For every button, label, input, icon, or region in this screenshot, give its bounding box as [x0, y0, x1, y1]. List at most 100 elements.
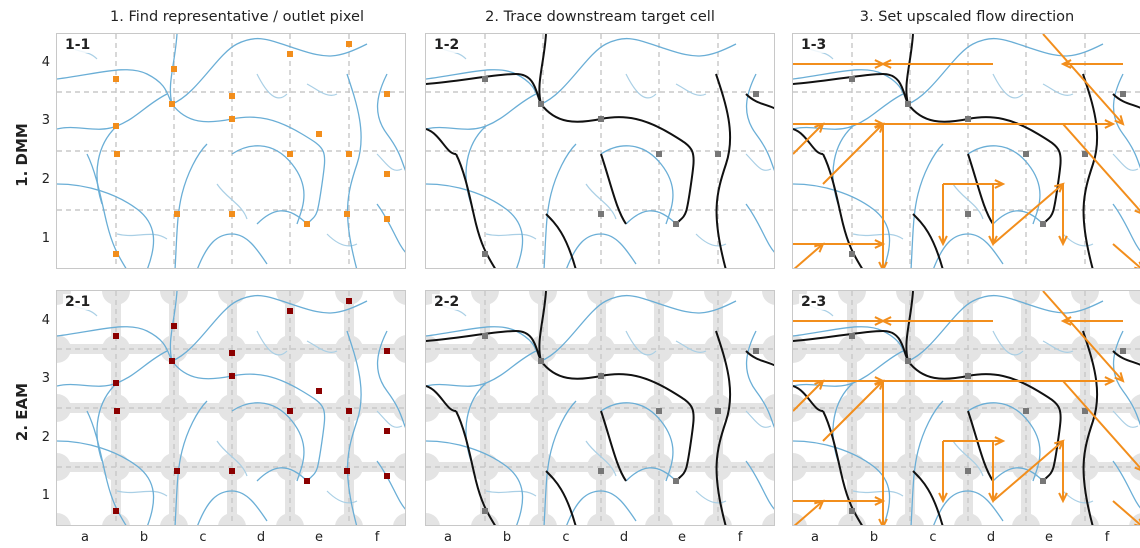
outlet-pixel — [346, 151, 352, 157]
traced-path — [822, 153, 863, 268]
flow-arrow-head — [1104, 119, 1116, 129]
outlet-pixel — [304, 478, 310, 484]
panel-label: 1-1 — [63, 37, 93, 53]
panel-label: 2-1 — [63, 294, 93, 310]
row-label-dmm: 1. DMM — [13, 123, 32, 187]
river-line — [600, 145, 674, 225]
river-line — [57, 69, 173, 105]
river-line — [745, 460, 774, 510]
outlet-pixel — [384, 473, 390, 479]
outlet-pixel — [384, 216, 390, 222]
traced-path — [967, 153, 994, 225]
flow-arrow — [793, 123, 824, 155]
traced-path — [715, 330, 732, 525]
traced-path — [426, 385, 457, 412]
outlet-pixel — [169, 358, 175, 364]
target-pixel — [849, 333, 855, 339]
panel-label: 1-2 — [432, 37, 462, 53]
river-tributary — [216, 183, 248, 220]
river-tributary — [695, 490, 727, 504]
eam-mask-blob — [954, 291, 982, 305]
traced-path — [540, 103, 695, 225]
river-tributary — [625, 73, 657, 99]
outlet-pixel — [114, 408, 120, 414]
river-line — [174, 400, 208, 525]
traced-path — [1112, 93, 1140, 109]
column-title-3: 3. Set upscaled flow direction — [859, 9, 1075, 25]
river-line — [197, 490, 268, 525]
river-line — [171, 103, 326, 225]
target-pixel — [715, 408, 721, 414]
flow-arrow-head — [1058, 492, 1068, 504]
x-tick-label: b — [139, 530, 149, 545]
flow-arrow — [992, 183, 1064, 245]
x-tick-label: a — [81, 530, 89, 545]
flow-arrow — [1062, 380, 1140, 470]
traced-path — [905, 291, 914, 362]
y-tick-label: 2 — [41, 430, 50, 445]
x-tick-label: e — [678, 530, 686, 545]
x-tick-label: f — [737, 530, 743, 545]
target-pixel — [598, 211, 604, 217]
traced-path — [967, 410, 994, 482]
flow-arrow-head — [1114, 372, 1125, 383]
target-pixel — [673, 478, 679, 484]
eam-mask-blob — [896, 291, 924, 305]
target-pixel — [482, 333, 488, 339]
target-pixel — [538, 101, 544, 107]
outlet-pixel — [384, 428, 390, 434]
outlet-pixel — [316, 131, 322, 137]
outlet-pixel — [174, 211, 180, 217]
river-tributary — [326, 490, 358, 504]
traced-path — [538, 34, 547, 105]
river-line — [376, 73, 405, 172]
x-tick-label: d — [256, 530, 266, 545]
panel-dmm-trace-target: 1-2 — [425, 33, 775, 269]
eam-mask-blob — [393, 513, 405, 525]
river-tributary — [306, 340, 338, 353]
eam-mask-blob — [1129, 453, 1140, 481]
river-tributary — [585, 183, 617, 220]
eam-mask-blob — [529, 291, 557, 305]
river-line — [543, 400, 577, 525]
outlet-pixel — [113, 76, 119, 82]
river-line — [910, 400, 944, 525]
river-line — [992, 467, 1044, 482]
traced-path — [600, 153, 627, 225]
x-tick-label: e — [315, 530, 323, 545]
panel-label: 1-3 — [799, 37, 829, 53]
flow-arrow-head — [938, 492, 948, 504]
flow-arrow-head — [874, 379, 885, 390]
target-pixel — [1023, 408, 1029, 414]
target-pixel — [753, 91, 759, 97]
target-pixel — [1120, 348, 1126, 354]
x-tick-label: f — [1104, 530, 1110, 545]
x-tick-label: f — [374, 530, 380, 545]
eam-mask-blob — [57, 513, 71, 525]
outlet-pixel — [113, 123, 119, 129]
y-tick-label: 3 — [41, 371, 50, 386]
flow-arrow-head — [938, 235, 948, 247]
traced-path — [793, 329, 909, 362]
river-line — [169, 291, 178, 362]
flow-arrow-head — [878, 518, 888, 525]
target-pixel — [849, 76, 855, 82]
traced-path — [912, 470, 944, 525]
flow-arrow — [1062, 123, 1140, 213]
river-tributary — [1042, 340, 1074, 353]
traced-path — [745, 350, 774, 367]
eam-mask-blob — [762, 513, 774, 525]
river-tributary — [1112, 410, 1139, 428]
river-tributary — [675, 83, 707, 96]
target-pixel — [656, 151, 662, 157]
y-tick-label: 4 — [41, 55, 50, 70]
target-pixel — [965, 211, 971, 217]
traced-path — [793, 72, 909, 105]
traced-path — [1082, 330, 1099, 525]
target-pixel — [598, 373, 604, 379]
target-pixel — [905, 101, 911, 107]
river-line — [625, 210, 677, 225]
traced-path — [1112, 350, 1140, 366]
river-tributary — [485, 233, 537, 240]
river-line — [967, 145, 1041, 225]
